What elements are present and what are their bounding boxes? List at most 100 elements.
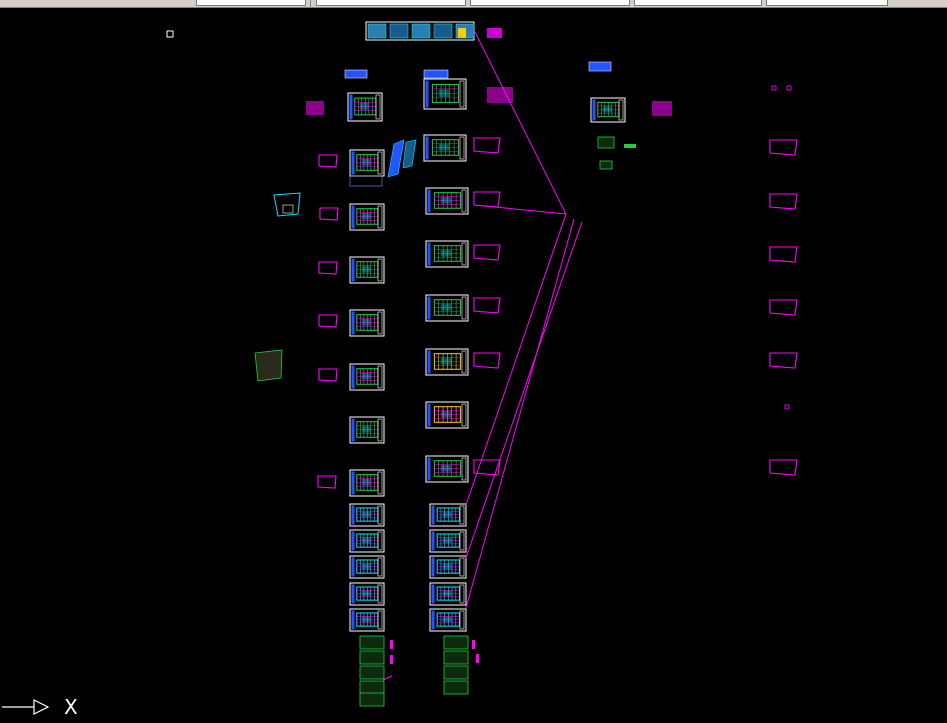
sheet-middle[interactable] bbox=[425, 401, 469, 429]
middle-magenta-outline[interactable] bbox=[473, 297, 501, 314]
magenta-tick[interactable] bbox=[472, 640, 475, 649]
sheet-middle[interactable] bbox=[425, 187, 469, 215]
sheet-left[interactable] bbox=[349, 309, 385, 337]
ucs-x-axis-label: X bbox=[64, 695, 78, 719]
small-green-note[interactable] bbox=[624, 144, 636, 148]
magenta-leader-line[interactable] bbox=[465, 213, 567, 506]
top-strip-sheet[interactable] bbox=[389, 23, 409, 39]
drawing-svg[interactable] bbox=[0, 8, 947, 723]
sheet-middle[interactable] bbox=[425, 294, 469, 322]
sheet-left-lower[interactable] bbox=[349, 555, 385, 579]
magenta-tick[interactable] bbox=[476, 654, 479, 663]
sheet-left-lower[interactable] bbox=[349, 503, 385, 527]
sheet-middle[interactable] bbox=[425, 455, 469, 483]
left-magenta-outline[interactable] bbox=[318, 368, 338, 382]
sheet-right[interactable] bbox=[590, 97, 626, 123]
left-magenta-outline[interactable] bbox=[318, 154, 338, 168]
small-sheet-middle[interactable] bbox=[443, 665, 469, 680]
right-magenta-outline[interactable] bbox=[769, 459, 798, 476]
left-magenta-outline[interactable] bbox=[318, 314, 338, 328]
middle-magenta-outline[interactable] bbox=[473, 352, 501, 369]
toolbar-dropdown-5[interactable] bbox=[766, 0, 888, 6]
right-magenta-outline[interactable] bbox=[769, 299, 798, 316]
sheet-left[interactable] bbox=[349, 363, 385, 391]
top-strip-marker[interactable] bbox=[458, 28, 466, 38]
magenta-leader-line[interactable] bbox=[473, 204, 567, 215]
sheet-middle[interactable] bbox=[425, 240, 469, 268]
magenta-table-block[interactable] bbox=[652, 101, 672, 116]
floor-detail-left[interactable] bbox=[254, 349, 283, 382]
striped-legend[interactable] bbox=[349, 175, 383, 187]
left-magenta-outline[interactable] bbox=[317, 475, 337, 489]
sheet-middle[interactable] bbox=[425, 348, 469, 376]
toolbar-separator bbox=[310, 0, 311, 7]
sheet-middle-lower[interactable] bbox=[429, 503, 467, 527]
sheet-middle[interactable] bbox=[423, 134, 467, 162]
magenta-tick[interactable] bbox=[390, 655, 393, 664]
small-sheet-middle[interactable] bbox=[443, 635, 469, 650]
sheet-left-lower[interactable] bbox=[349, 582, 385, 606]
sheet-middle-lower[interactable] bbox=[429, 555, 467, 579]
sheet-left-lower[interactable] bbox=[349, 608, 385, 632]
magenta-table-block[interactable] bbox=[306, 101, 324, 115]
small-sheet-left[interactable] bbox=[359, 650, 385, 665]
small-sheet-right[interactable] bbox=[599, 160, 613, 170]
left-magenta-outline[interactable] bbox=[318, 261, 338, 275]
ucs-arrow-icon[interactable] bbox=[33, 699, 50, 715]
toolbar-dropdown-4[interactable] bbox=[634, 0, 762, 6]
magenta-leader-line[interactable] bbox=[465, 218, 575, 609]
small-sheet-left[interactable] bbox=[359, 635, 385, 650]
title-tag[interactable] bbox=[344, 69, 368, 79]
sheet-left[interactable] bbox=[349, 149, 385, 177]
small-sheet-left[interactable] bbox=[359, 692, 385, 707]
right-magenta-outline[interactable] bbox=[769, 139, 798, 156]
top-strip-sheet[interactable] bbox=[367, 23, 387, 39]
top-strip-sheet[interactable] bbox=[411, 23, 431, 39]
right-magenta-outline[interactable] bbox=[769, 193, 798, 210]
small-sheet-right[interactable] bbox=[597, 136, 615, 149]
left-magenta-outline[interactable] bbox=[319, 207, 339, 221]
sheet-left[interactable] bbox=[347, 92, 383, 122]
top-toolbar bbox=[0, 0, 947, 8]
middle-magenta-outline[interactable] bbox=[473, 191, 501, 208]
sheet-left[interactable] bbox=[349, 469, 385, 497]
small-sheet-middle[interactable] bbox=[443, 680, 469, 695]
cyan-detail-outline[interactable] bbox=[273, 192, 301, 217]
right-magenta-marker[interactable] bbox=[771, 85, 777, 91]
magenta-leader-line[interactable] bbox=[382, 675, 393, 681]
small-sheet-left[interactable] bbox=[359, 665, 385, 680]
sheet-middle[interactable] bbox=[423, 78, 467, 110]
magenta-leader-line[interactable] bbox=[465, 221, 583, 559]
toolbar-dropdown-2[interactable] bbox=[316, 0, 466, 6]
middle-magenta-outline[interactable] bbox=[473, 244, 501, 261]
sheet-left-lower[interactable] bbox=[349, 529, 385, 553]
cyan-detail-inner[interactable] bbox=[282, 204, 294, 214]
sheet-left[interactable] bbox=[349, 256, 385, 284]
right-magenta-outline[interactable] bbox=[769, 246, 798, 263]
right-magenta-outline[interactable] bbox=[769, 352, 798, 369]
small-sheet-left[interactable] bbox=[359, 680, 385, 695]
small-sheet-middle[interactable] bbox=[443, 650, 469, 665]
magenta-tick[interactable] bbox=[390, 640, 393, 649]
title-tag[interactable] bbox=[423, 69, 449, 79]
diagonal-blue-sheet[interactable] bbox=[402, 139, 417, 169]
right-magenta-marker[interactable] bbox=[784, 404, 790, 410]
diagonal-blue-sheet[interactable] bbox=[387, 139, 405, 178]
sheet-left[interactable] bbox=[349, 203, 385, 231]
toolbar-dropdown-1[interactable] bbox=[196, 0, 306, 6]
sheet-left[interactable] bbox=[349, 416, 385, 444]
right-magenta-marker[interactable] bbox=[786, 85, 792, 91]
toolbar-dropdown-3[interactable] bbox=[470, 0, 630, 6]
sheet-middle-lower[interactable] bbox=[429, 529, 467, 553]
magenta-leader-line[interactable] bbox=[473, 29, 567, 215]
title-tag[interactable] bbox=[588, 61, 612, 72]
top-strip-magenta-block[interactable] bbox=[487, 28, 502, 38]
middle-magenta-outline[interactable] bbox=[473, 137, 501, 154]
model-space-canvas[interactable] bbox=[0, 8, 947, 723]
magenta-table-block[interactable] bbox=[487, 87, 513, 103]
middle-magenta-outline[interactable] bbox=[473, 459, 501, 476]
top-strip-sheet[interactable] bbox=[433, 23, 453, 39]
stray-square[interactable] bbox=[166, 30, 174, 38]
sheet-middle-lower[interactable] bbox=[429, 608, 467, 632]
sheet-middle-lower[interactable] bbox=[429, 582, 467, 606]
